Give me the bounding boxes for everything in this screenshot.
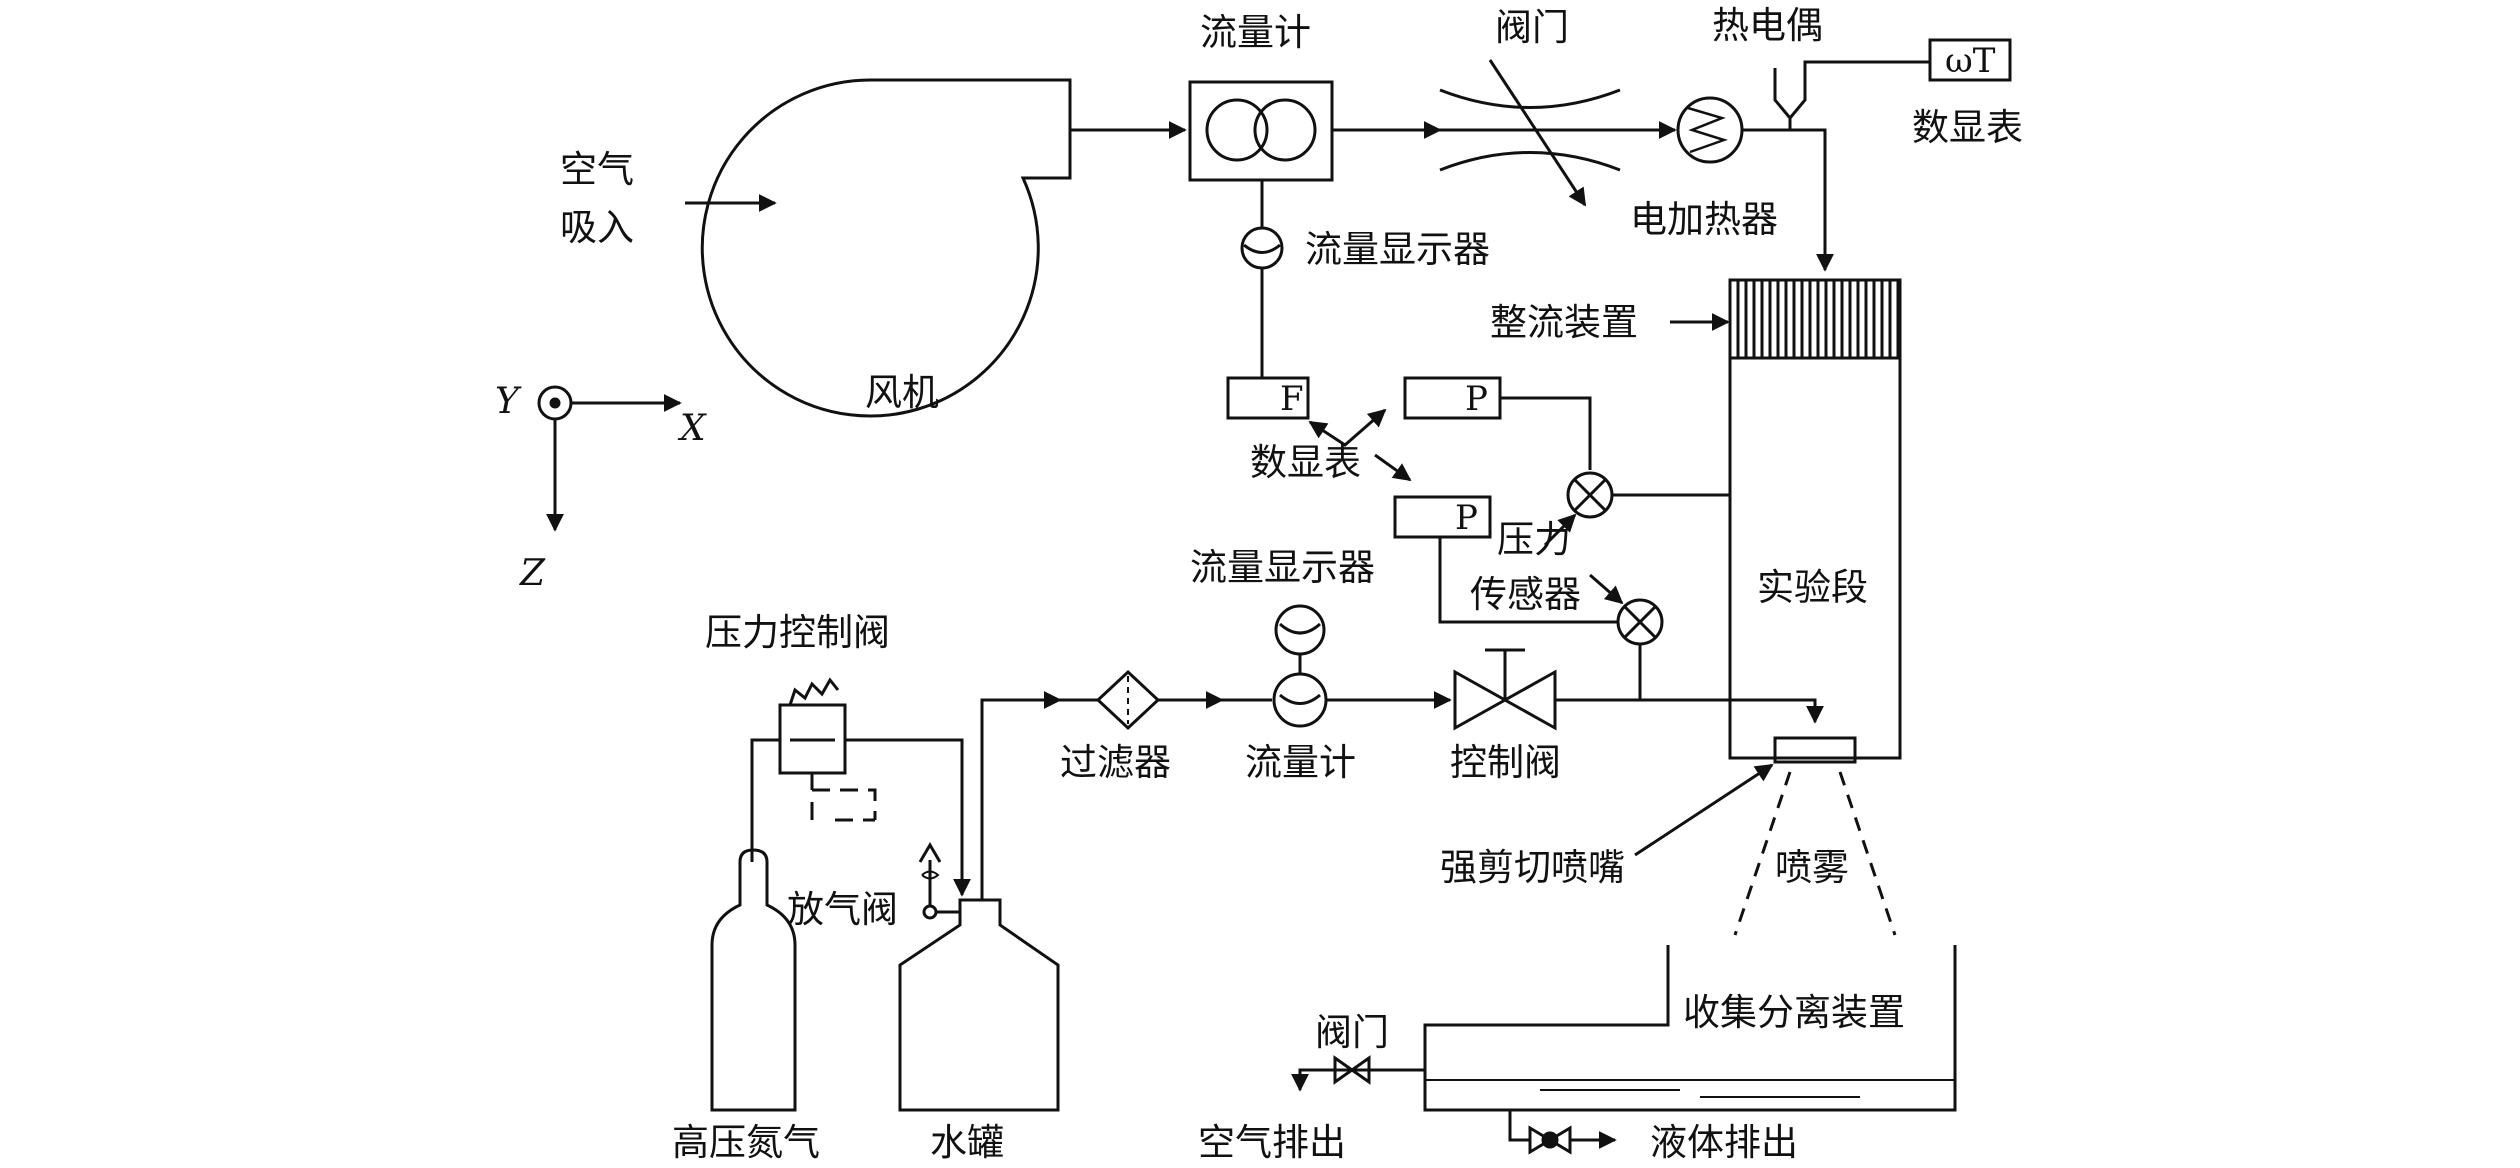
flow-meter-F-letter: F: [1280, 379, 1304, 419]
label-liquid-exhaust: 液体排出: [1650, 1121, 1798, 1164]
label-flow-display-top: 流量显示器: [1305, 228, 1490, 271]
pressure-meter-2-box: [1393, 495, 1492, 539]
pressure-sensor-1-symbol: [1566, 471, 1614, 519]
flowmeter-top-symbol: [1188, 80, 1334, 182]
high-shear-nozzle-block: [1773, 736, 1857, 764]
flowmeter-bottom-symbol: [1272, 604, 1328, 728]
label-vent-valve: 放气阀: [787, 888, 898, 931]
pipe-tank-to-filter: [980, 691, 1062, 900]
label-flow-straightener: 整流装置: [1490, 301, 1638, 344]
label-display-meter-mid: 数显表: [1250, 441, 1361, 484]
label-electric-heater: 电加热器: [1630, 198, 1778, 241]
pressure-meter-1-letter: P: [1465, 379, 1488, 419]
fan-housing: [700, 78, 1072, 418]
nitrogen-cylinder: [710, 848, 797, 1112]
spray-line-right: [1838, 771, 1897, 936]
label-thermocouple: 热电偶: [1712, 4, 1823, 47]
axis-label-x: X: [677, 408, 707, 449]
wire-P2-to-sensor2: [1438, 537, 1618, 624]
pressure-label-arrow-2: [1589, 573, 1624, 605]
label-high-shear-nozzle: 强剪切喷嘴: [1440, 846, 1625, 889]
pressure-meter-2-letter: P: [1455, 498, 1478, 538]
thermo-display-meter: [1928, 38, 2012, 82]
control-valve-symbol: [1453, 648, 1557, 731]
pipe-nitrogen-to-pcv: [750, 738, 780, 862]
display-meter-arrow-3: [1374, 453, 1412, 482]
label-pressure-sensor-line1: 压力: [1497, 518, 1571, 561]
flow-straightener-block: [1728, 278, 1902, 360]
label-air-exhaust: 空气排出: [1198, 1121, 1346, 1164]
test-section-body: [1728, 356, 1902, 760]
pipe-pcv-to-tank: [845, 738, 971, 897]
electric-heater-symbol: [1676, 96, 1744, 164]
label-fan: 风机: [865, 371, 939, 414]
label-air-intake-line2: 吸入: [560, 206, 634, 249]
label-pressure-sensor-line2: 传感器: [1470, 573, 1581, 616]
pressure-control-valve-symbol: [778, 677, 877, 822]
label-valve-top: 阀门: [1495, 6, 1569, 49]
pipe-heater-to-test-section: [1742, 128, 1834, 272]
label-collection-separator: 收集分离装置: [1683, 991, 1905, 1034]
label-control-valve: 控制阀: [1450, 741, 1561, 784]
water-tank: [898, 898, 1060, 1112]
label-display-meter-top: 数显表: [1912, 106, 2023, 149]
liquid-exhaust-valve-symbol: [1528, 1125, 1572, 1155]
air-exhaust-valve-symbol: [1333, 1055, 1371, 1085]
label-flowmeter-top: 流量计: [1200, 11, 1311, 54]
display-meter-arrows: [1308, 408, 1387, 447]
vent-valve-symbol: [918, 842, 960, 920]
pressure-sensor-2-symbol: [1616, 598, 1664, 646]
label-high-pressure-nitrogen: 高压氮气: [672, 1121, 820, 1164]
label-filter: 过滤器: [1060, 741, 1171, 784]
label-flow-display-bottom: 流量显示器: [1190, 546, 1375, 589]
flow-meter-F-box: [1226, 376, 1310, 420]
label-spray: 喷雾: [1775, 846, 1849, 889]
spray-line-left: [1733, 771, 1792, 936]
pipe-air-exhaust: [1291, 1068, 1425, 1092]
pipe-liquid-exhaust: [1508, 1110, 1530, 1142]
wire-display-to-F: [1260, 268, 1308, 380]
axis-label-y: Y: [495, 381, 522, 422]
collection-device-body: [1423, 945, 1957, 1112]
label-water-tank: 水罐: [930, 1121, 1004, 1164]
flow-display-top-symbol: [1240, 226, 1284, 270]
label-pressure-control-valve: 压力控制阀: [705, 611, 890, 654]
label-valve-bottom: 阀门: [1315, 1011, 1389, 1054]
pipe-control-valve-to-nozzle: [1555, 698, 1824, 724]
axis-label-z: Z: [519, 553, 546, 594]
thermocouple-symbol: [1773, 60, 1930, 130]
wire-P1-to-sensor1: [1500, 396, 1592, 470]
filter-symbol: [1095, 669, 1161, 731]
axes-indicator: [537, 385, 682, 532]
nozzle-label-pointer: [1634, 763, 1774, 857]
label-air-intake-line1: 空气: [560, 148, 634, 191]
thermo-display-readout: ωT: [1945, 41, 1996, 81]
label-test-section: 实验段: [1757, 566, 1868, 609]
label-flowmeter-bottom: 流量计: [1245, 741, 1356, 784]
valve-top-symbol: [1439, 59, 1621, 207]
pressure-label-arrow-1: [1543, 513, 1577, 547]
